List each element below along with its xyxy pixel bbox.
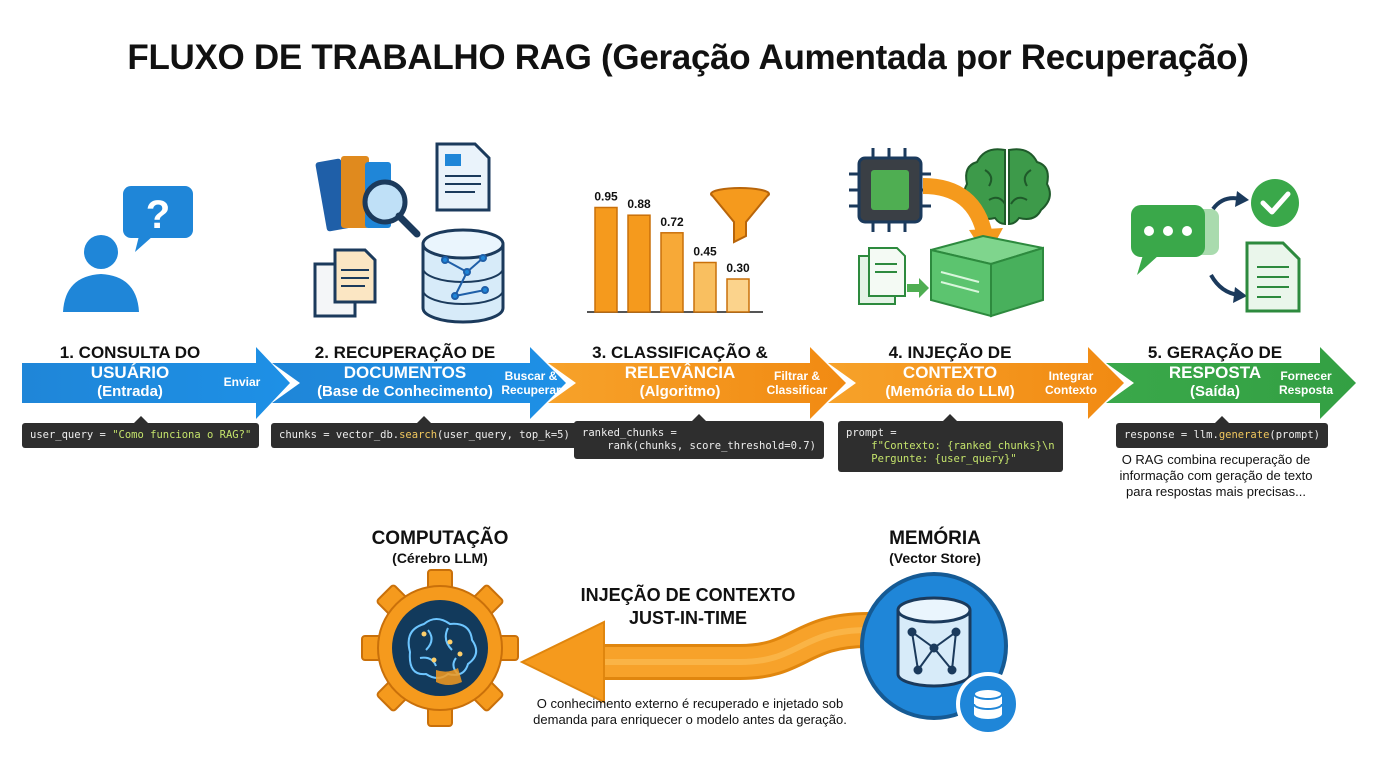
ranking-bar [727,279,749,312]
ranking-bar-label: 0.72 [660,215,684,229]
vector-store-icon [858,570,1023,740]
database-icon [423,230,503,322]
user-icon: ? [55,180,205,320]
chat-bubble-icon [1125,175,1315,315]
ranking-bar-label: 0.30 [726,261,750,275]
step-3-subtitle: (Algoritmo) [575,383,785,400]
checkmark-icon [1251,179,1299,227]
ranking-bar [694,263,716,313]
code-snippet-3: ranked_chunks = rank(chunks, score_thres… [574,421,824,459]
svg-text:?: ? [146,193,170,237]
ranking-bar [628,215,650,312]
injection-caption: O conhecimento externo é recuperado e in… [500,696,880,728]
funnel-icon [708,186,772,246]
code-snippet-4: prompt = f"Contexto: {ranked_chunks}\n P… [838,421,1063,472]
compute-subtitle: (Cérebro LLM) [340,550,540,566]
step-2-subtitle: (Base de Conhecimento) [295,383,515,400]
step-1-verb: Enviar [212,375,272,389]
ranking-bar-label: 0.88 [627,197,651,211]
step-3-verb: Filtrar & Classificar [764,369,830,397]
summary-note: O RAG combina recuperação de informação … [1110,452,1322,500]
memory-subtitle: (Vector Store) [835,550,1035,566]
page-title: FLUXO DE TRABALHO RAG (Geração Aumentada… [0,38,1376,78]
books-icon [305,140,515,330]
ranking-bar-label: 0.95 [594,190,618,204]
ranking-bar [595,208,617,313]
code-snippet-2: chunks = vector_db.search(user_query, to… [271,423,578,448]
injection-arrow [500,600,880,700]
ranking-bar-label: 0.45 [693,245,717,259]
step-4-subtitle: (Memória do LLM) [855,383,1045,400]
code-snippet-5: response = llm.generate(prompt) [1116,423,1328,448]
memory-title: MEMÓRIA [835,528,1035,550]
compute-title: COMPUTAÇÃO [340,528,540,550]
gear-brain-icon [362,570,518,726]
context-box-icon [931,236,1043,316]
code-snippet-1: user_query = "Como funciona o RAG?" [22,423,259,448]
step-1-subtitle: (Entrada) [30,383,230,400]
chip-icon [845,140,1055,330]
ranking-bar [661,233,683,312]
step-5-verb: Fornecer Resposta [1276,369,1336,397]
step-4-verb: Integrar Contexto [1040,369,1102,397]
question-bubble-icon: ? [123,186,193,252]
step-2-verb: Buscar & Recuperar [494,369,568,397]
step-3-title: 3. CLASSIFICAÇÃO &RELEVÂNCIA [575,343,785,383]
